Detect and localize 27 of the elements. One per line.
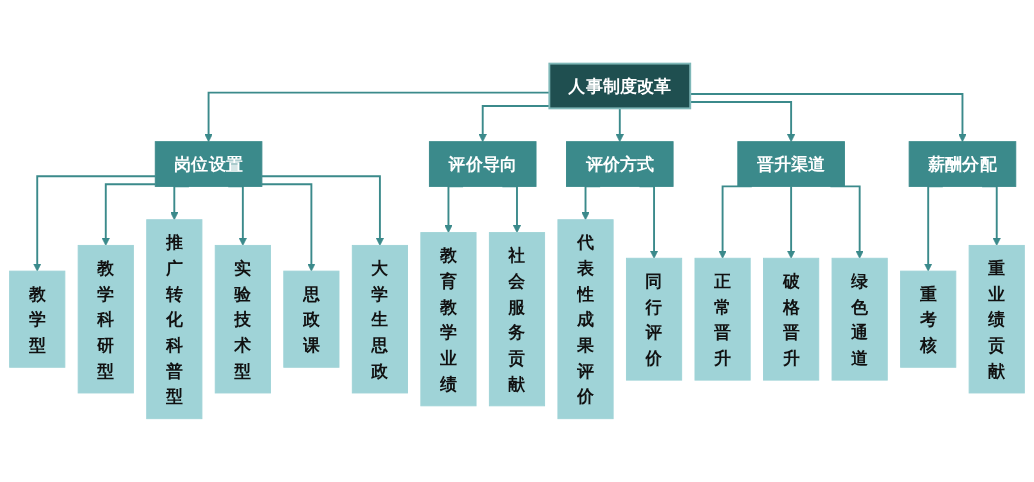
node-box: 评价方式 — [566, 141, 674, 187]
node-box: 思政课 — [283, 270, 340, 368]
node-box: 人事制度改革 — [548, 62, 692, 110]
node-box: 正常晋升 — [694, 257, 751, 381]
node-box: 大学生思政 — [351, 244, 408, 394]
node-box: 绿色通道 — [831, 257, 888, 381]
arrow — [615, 107, 624, 142]
node-box: 破格晋升 — [763, 257, 820, 381]
node-box: 实验技术型 — [214, 244, 271, 394]
node-box: 评价导向 — [428, 141, 537, 187]
node-box: 教育教学业绩 — [420, 231, 477, 407]
arrow — [786, 185, 796, 259]
node-box: 教学型 — [9, 270, 66, 368]
arrow — [33, 175, 157, 272]
arrow — [260, 183, 316, 272]
node-box: 同行评价 — [626, 257, 683, 381]
node-box: 重考核 — [900, 270, 957, 368]
node-box: 代表性成果评价 — [557, 219, 614, 419]
node-box: 岗位设置 — [154, 141, 263, 187]
node-box: 薪酬分配 — [908, 141, 1017, 187]
arrow — [260, 175, 385, 246]
node-box: 推广转化科普型 — [146, 219, 203, 419]
node-box: 社会服务贡献 — [488, 231, 546, 407]
node-box: 重业绩贡献 — [968, 244, 1025, 394]
node-box: 晋升渠道 — [737, 141, 845, 187]
arrow — [101, 183, 157, 246]
node-box: 教学科研型 — [77, 244, 134, 394]
